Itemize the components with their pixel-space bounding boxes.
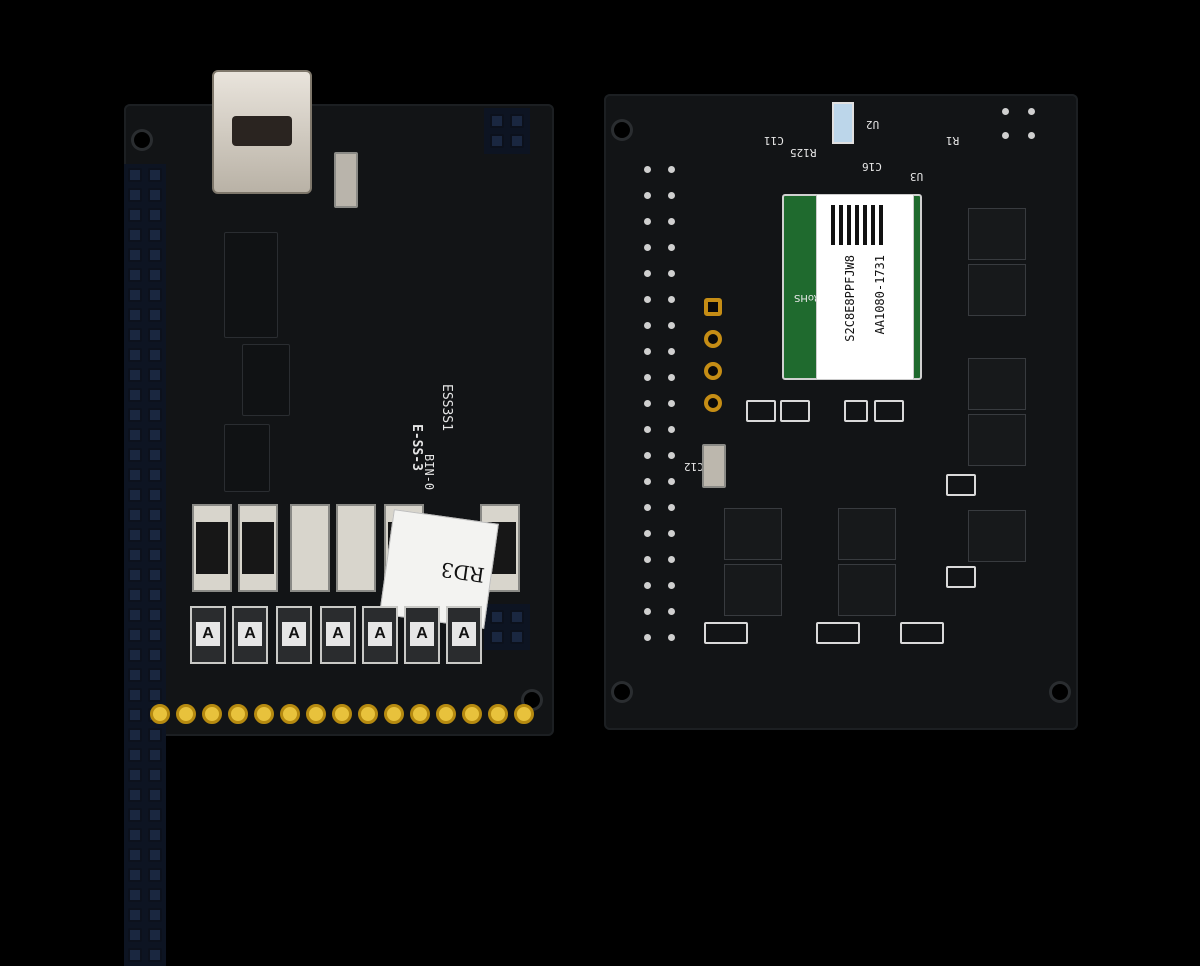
mosfet — [838, 564, 896, 616]
through-hole — [704, 298, 722, 316]
sticker-text: RD3 — [439, 557, 487, 588]
fuse: A — [320, 606, 356, 664]
resistor-footprint — [874, 400, 904, 422]
via — [1002, 108, 1009, 115]
through-hole — [704, 330, 722, 348]
fuse: A — [190, 606, 226, 664]
via — [1028, 108, 1035, 115]
ic-chip — [224, 424, 270, 492]
module-label-line: AA1080-1731 — [873, 255, 887, 335]
resistor-footprint — [900, 622, 944, 644]
diode — [290, 504, 330, 592]
component-u2 — [832, 102, 854, 144]
capacitor — [702, 444, 726, 488]
designator: C12 — [684, 460, 704, 473]
capacitor — [334, 152, 358, 208]
designator: R1 — [946, 134, 960, 147]
mount-hole — [1052, 684, 1068, 700]
fuse: A — [232, 606, 268, 664]
through-hole — [704, 394, 722, 412]
designator: C16 — [862, 160, 882, 173]
mosfet — [724, 508, 782, 560]
via — [1028, 132, 1035, 139]
through-hole — [704, 362, 722, 380]
pin-header — [124, 164, 166, 966]
usb-connector — [212, 70, 312, 194]
pin-header-small — [484, 604, 530, 650]
diode — [336, 504, 376, 592]
module-label-line: S2C8E8PPFJW8 — [843, 255, 857, 342]
mosfet — [968, 358, 1026, 410]
resistor-footprint — [844, 400, 868, 422]
mosfet — [838, 508, 896, 560]
fuse: A — [276, 606, 312, 664]
right-pcb-board: RoHS S2C8E8PPFJW8 AA1080-1731 C11 R125 C… — [604, 94, 1078, 730]
pin-header-small — [484, 108, 530, 154]
silkscreen-text: BIN-0 — [422, 454, 436, 491]
diode — [238, 504, 278, 592]
mount-hole — [614, 684, 630, 700]
resistor-footprint — [816, 622, 860, 644]
mosfet — [968, 510, 1026, 562]
qr-code — [831, 205, 887, 245]
designator: R125 — [790, 146, 817, 159]
resistor-footprint — [946, 474, 976, 496]
fuse: A — [404, 606, 440, 664]
ic-chip — [242, 344, 290, 416]
mount-hole — [134, 132, 150, 148]
mount-hole — [614, 122, 630, 138]
resistor-footprint — [704, 622, 748, 644]
mosfet — [968, 264, 1026, 316]
fuse: A — [446, 606, 482, 664]
designator: U3 — [910, 170, 924, 183]
left-pcb-board: E-SS-3 ESS3S1 BIN-0 RD3 A A A A A A A — [124, 70, 554, 966]
mosfet — [968, 208, 1026, 260]
resistor-footprint — [746, 400, 776, 422]
mosfet — [724, 564, 782, 616]
fuse: A — [362, 606, 398, 664]
resistor-footprint — [780, 400, 810, 422]
silkscreen-text: ESS3S1 — [439, 384, 454, 431]
resistor-footprint — [946, 566, 976, 588]
diode — [192, 504, 232, 592]
ic-chip — [224, 232, 278, 338]
module-label-sticker: S2C8E8PPFJW8 AA1080-1731 — [816, 194, 914, 380]
via — [1002, 132, 1009, 139]
mosfet — [968, 414, 1026, 466]
designator: C11 — [764, 134, 784, 147]
designator: U2 — [866, 118, 880, 131]
